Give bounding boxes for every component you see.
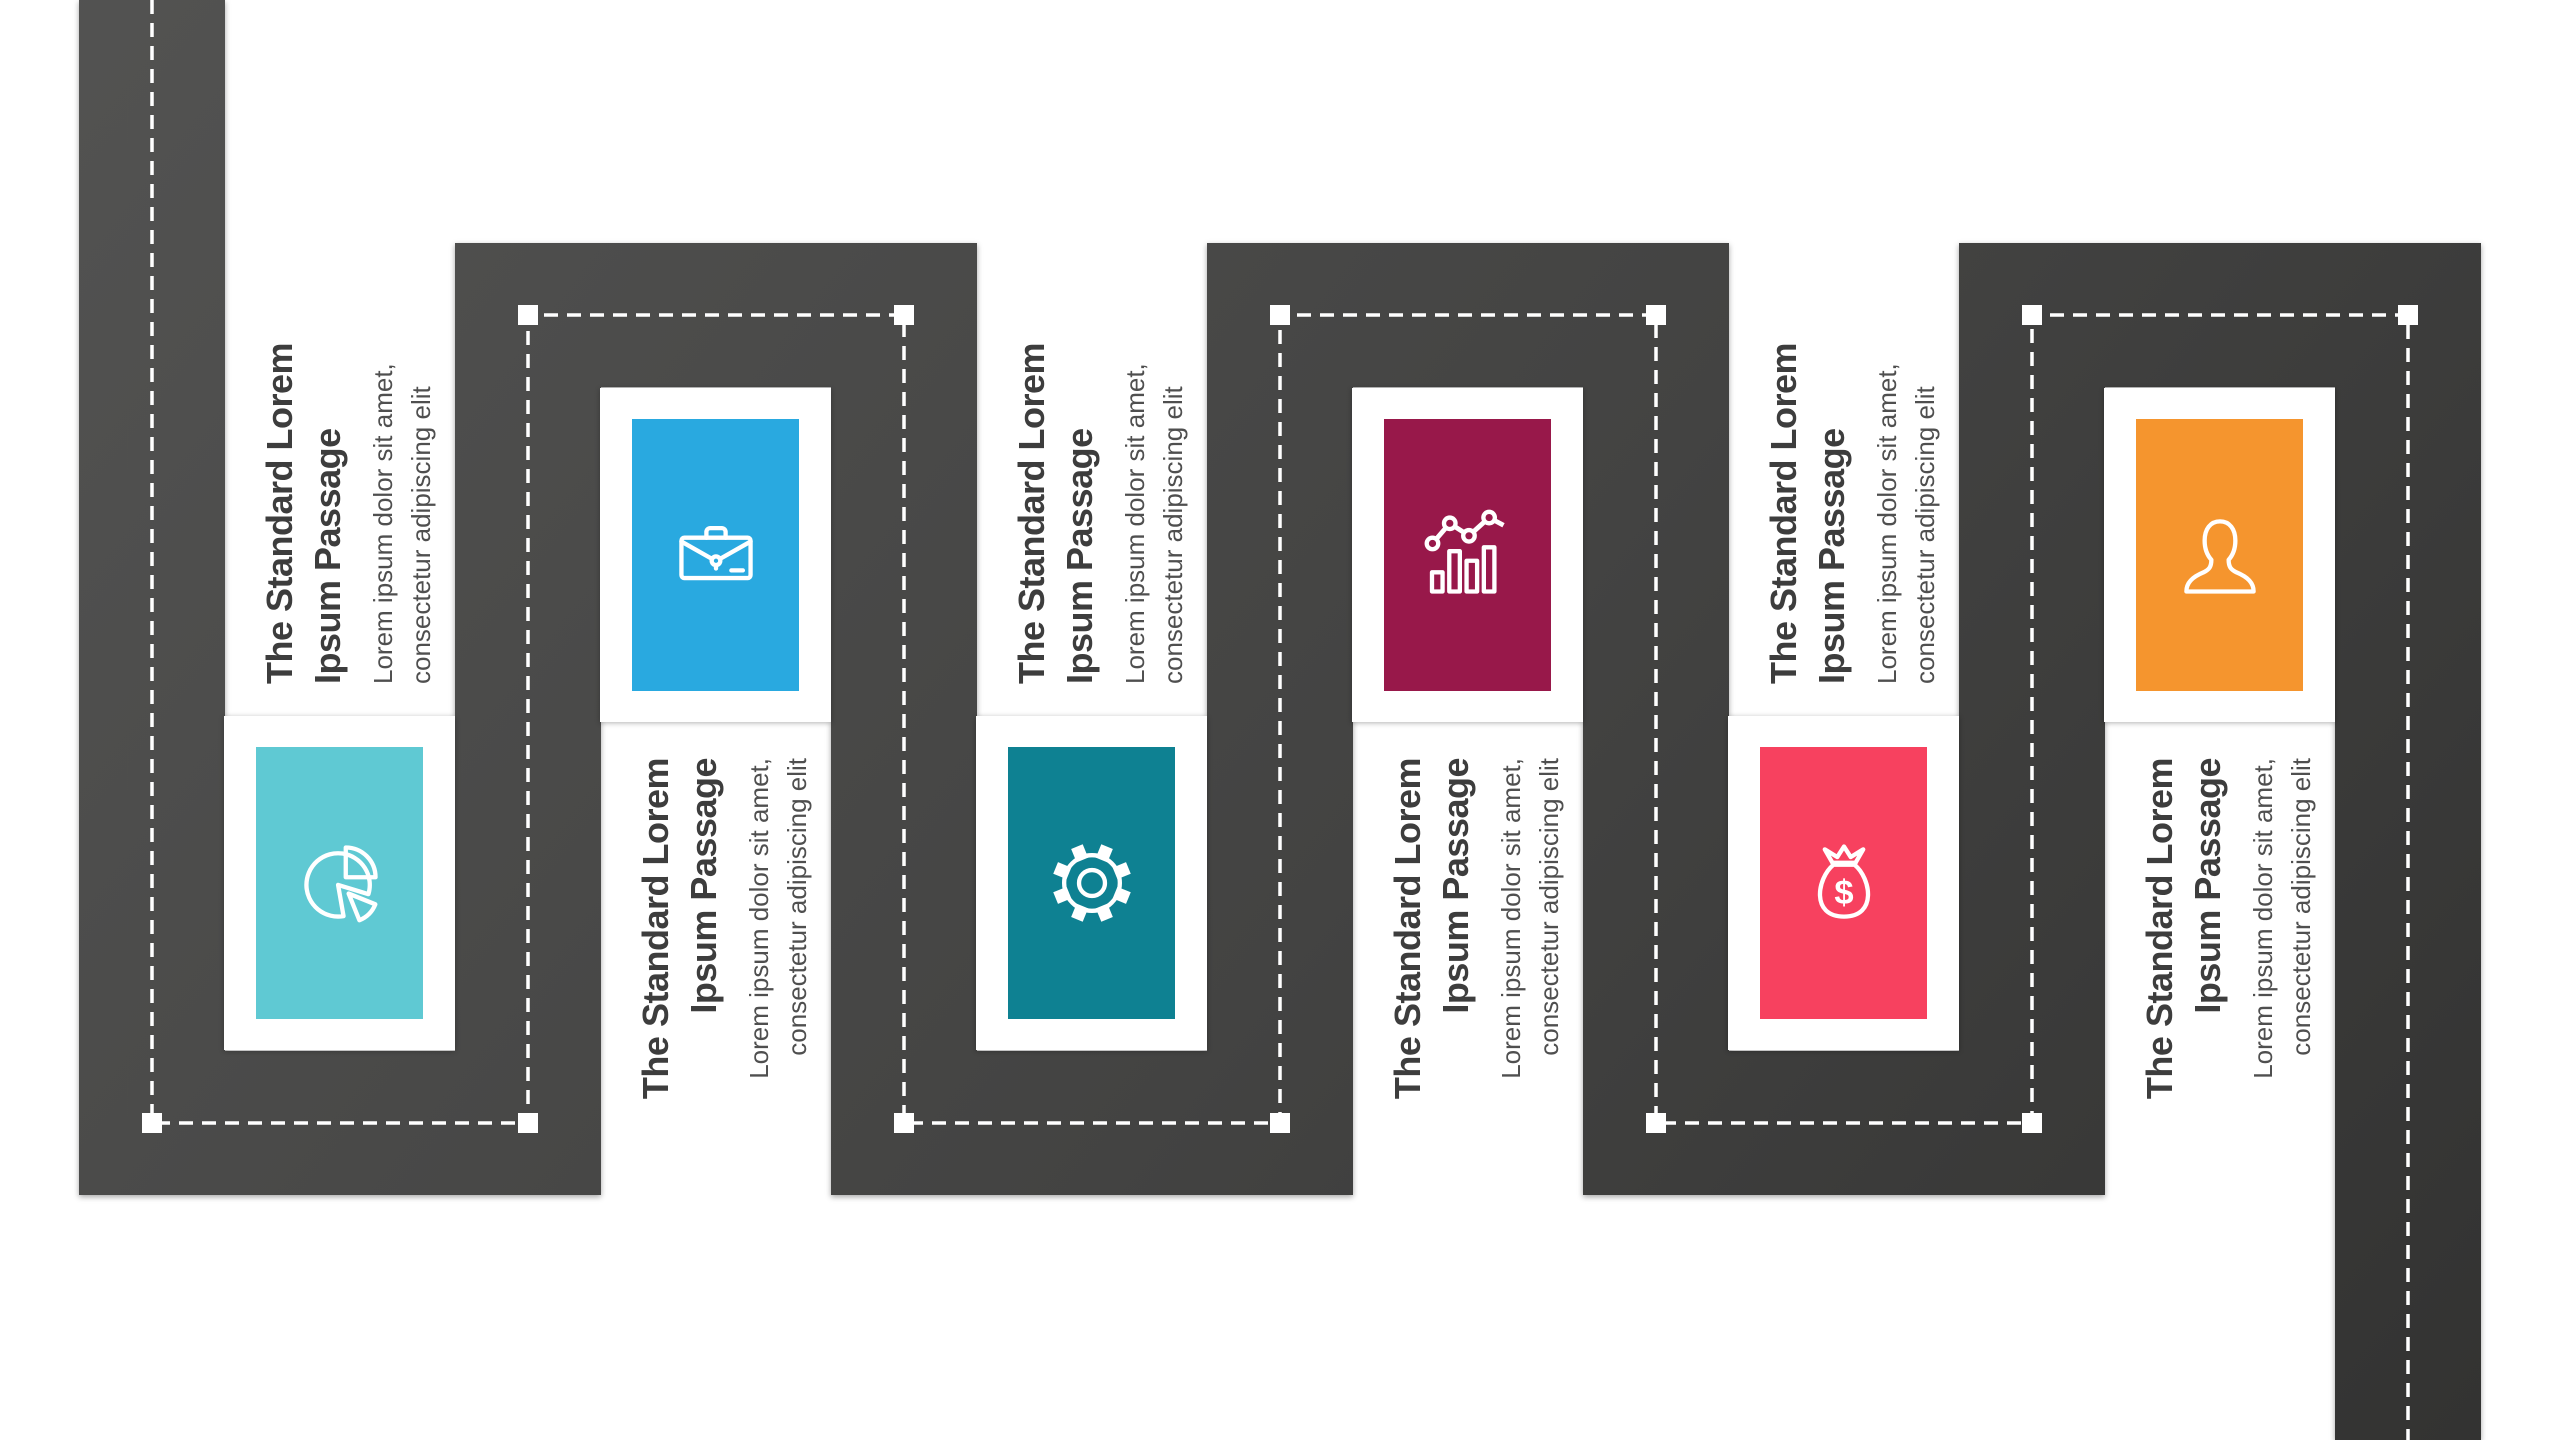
rotated-text: The Standard Lorem Ipsum Passage Lorem i… (1384, 758, 1568, 1158)
section-title-line2: Ipsum Passage (1059, 428, 1100, 684)
section-subtitle-line2: consectetur adipiscing elit (1534, 758, 1564, 1056)
section-subtitle-line1: Lorem ipsum dolor sit amet, (744, 758, 774, 1079)
pie-chart-icon (303, 845, 378, 923)
icon-tile: $ (1760, 747, 1927, 1019)
section-title-line1: The Standard Lorem (2139, 758, 2180, 1100)
svg-text:$: $ (1834, 874, 1853, 912)
section-title-line1: The Standard Lorem (1387, 758, 1428, 1100)
section-subtitle-line1: Lorem ipsum dolor sit amet, (1872, 363, 1902, 684)
icon-tile (256, 747, 423, 1019)
icon-tile (1008, 747, 1175, 1019)
section-subtitle-line2: consectetur adipiscing elit (1910, 386, 1940, 684)
rotated-text: The Standard Lorem Ipsum Passage Lorem i… (256, 284, 440, 684)
icon-tile (2136, 419, 2303, 691)
section-title-line2: Ipsum Passage (307, 428, 348, 684)
rotated-text: The Standard Lorem Ipsum Passage Lorem i… (1760, 284, 1944, 684)
section-text: The Standard Lorem Ipsum Passage Lorem i… (256, 284, 440, 684)
marquee-handle (894, 305, 914, 325)
section-title-line1: The Standard Lorem (1763, 342, 1804, 684)
gear-icon (1052, 844, 1131, 922)
icon-tile (632, 419, 799, 691)
section-text: The Standard Lorem Ipsum Passage Lorem i… (1760, 284, 1944, 684)
section-subtitle-line1: Lorem ipsum dolor sit amet, (368, 363, 398, 684)
marquee-handle (2022, 1113, 2042, 1133)
rotated-text: The Standard Lorem Ipsum Passage Lorem i… (2136, 758, 2320, 1158)
combo-chart-icon (1424, 509, 1505, 594)
section-subtitle-line1: Lorem ipsum dolor sit amet, (2248, 758, 2278, 1079)
marquee-handle (1270, 305, 1290, 325)
user-icon (2183, 519, 2256, 594)
section-subtitle-line2: consectetur adipiscing elit (2286, 758, 2316, 1056)
section-subtitle-line2: consectetur adipiscing elit (782, 758, 812, 1056)
icon-tile (1384, 419, 1551, 691)
section-subtitle-line2: consectetur adipiscing elit (1158, 386, 1188, 684)
money-bag-icon: $ (1817, 844, 1870, 919)
section-text: The Standard Lorem Ipsum Passage Lorem i… (2136, 758, 2320, 1158)
section-title-line1: The Standard Lorem (1011, 342, 1052, 684)
rotated-text: The Standard Lorem Ipsum Passage Lorem i… (632, 758, 816, 1158)
section-title-line2: Ipsum Passage (1435, 758, 1476, 1014)
marquee-handle (2398, 305, 2418, 325)
marquee-handle (1646, 305, 1666, 325)
section-subtitle-line1: Lorem ipsum dolor sit amet, (1120, 363, 1150, 684)
section-text: The Standard Lorem Ipsum Passage Lorem i… (1384, 758, 1568, 1158)
marquee-handle (142, 1113, 162, 1133)
marquee-handles (142, 305, 2418, 1133)
marquee-handle (1646, 1113, 1666, 1133)
marquee-handle (518, 1113, 538, 1133)
section-title-line2: Ipsum Passage (2187, 758, 2228, 1014)
section-text: The Standard Lorem Ipsum Passage Lorem i… (1008, 284, 1192, 684)
briefcase-icon (678, 525, 753, 581)
section-subtitle-line2: consectetur adipiscing elit (406, 386, 436, 684)
marquee-handle (894, 1113, 914, 1133)
marquee-handle (2022, 305, 2042, 325)
section-subtitle-line1: Lorem ipsum dolor sit amet, (1496, 758, 1526, 1079)
marquee-handle (518, 305, 538, 325)
marquee-handle (1270, 1113, 1290, 1133)
section-title-line1: The Standard Lorem (259, 342, 300, 684)
section-text: The Standard Lorem Ipsum Passage Lorem i… (632, 758, 816, 1158)
road-center-dashes (150, 0, 2410, 1440)
rotated-text: The Standard Lorem Ipsum Passage Lorem i… (1008, 284, 1192, 684)
section-title-line2: Ipsum Passage (1811, 428, 1852, 684)
section-title-line1: The Standard Lorem (635, 758, 676, 1100)
section-title-line2: Ipsum Passage (683, 758, 724, 1014)
